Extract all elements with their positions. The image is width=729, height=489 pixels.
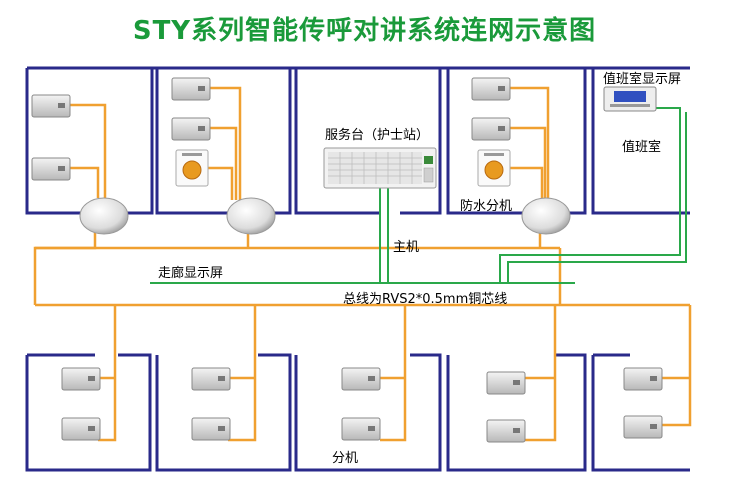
wall-top-room-2 <box>155 68 232 215</box>
waterproof-button-unit <box>477 149 511 187</box>
call-panel <box>341 417 381 441</box>
wall-top-room-2-right <box>268 68 292 215</box>
wall-bottom-room-2 <box>155 353 292 472</box>
wall-top-room-4-right <box>565 68 587 215</box>
call-panel <box>623 367 663 391</box>
wall-top-room-1 <box>25 68 84 215</box>
call-panel <box>61 367 101 391</box>
dome-light <box>521 197 571 235</box>
room-walls-top <box>25 66 690 215</box>
call-panel <box>31 157 71 181</box>
wall-top-room-5 <box>591 68 690 215</box>
label-nurse-station: 服务台（护士站） <box>325 128 430 143</box>
call-panel <box>31 94 71 118</box>
nurse-station-host <box>323 147 437 189</box>
wall-bottom-room-5 <box>591 355 690 472</box>
call-panel <box>486 371 526 395</box>
wall-top-room-3-right <box>400 68 442 215</box>
label-duty-display: 值班室显示屏 <box>603 72 682 87</box>
call-panel <box>471 77 511 101</box>
wall-bottom-room-3 <box>294 353 442 472</box>
call-panel <box>61 417 101 441</box>
signal-wiring <box>150 107 687 284</box>
waterproof-button-unit <box>175 149 209 187</box>
call-panel <box>171 77 211 101</box>
dome-light <box>226 197 276 235</box>
label-sub-unit: 分机 <box>332 451 359 466</box>
wall-bottom-room-1 <box>25 353 152 472</box>
label-waterproof-unit: 防水分机 <box>460 199 513 214</box>
call-panel <box>191 367 231 391</box>
label-duty-room: 值班室 <box>622 140 662 155</box>
label-bus-line: 总线为RVS2*0.5mm铜芯线 <box>343 292 508 307</box>
call-panel <box>341 367 381 391</box>
corridor-domes <box>79 197 571 235</box>
duty-room-display <box>603 86 657 112</box>
call-panel <box>471 117 511 141</box>
call-panels-top <box>31 77 511 181</box>
label-corridor-display: 走廊显示屏 <box>158 266 224 281</box>
room-walls-bottom <box>25 353 690 472</box>
call-panel <box>486 419 526 443</box>
call-panel <box>191 417 231 441</box>
bus-wiring <box>33 86 692 442</box>
waterproof-units <box>175 149 511 187</box>
wall-top-room-3 <box>294 68 380 215</box>
diagram-title: STY系列智能传呼对讲系统连网示意图 <box>132 16 597 46</box>
wall-top-room-1-right <box>120 68 154 215</box>
label-main-unit: 主机 <box>393 240 420 255</box>
call-panel <box>171 117 211 141</box>
wall-bottom-room-4 <box>446 353 587 472</box>
dome-light <box>79 197 129 235</box>
call-panels-bottom <box>61 367 663 443</box>
call-panel <box>623 415 663 439</box>
wall-top-room-4 <box>446 68 525 215</box>
